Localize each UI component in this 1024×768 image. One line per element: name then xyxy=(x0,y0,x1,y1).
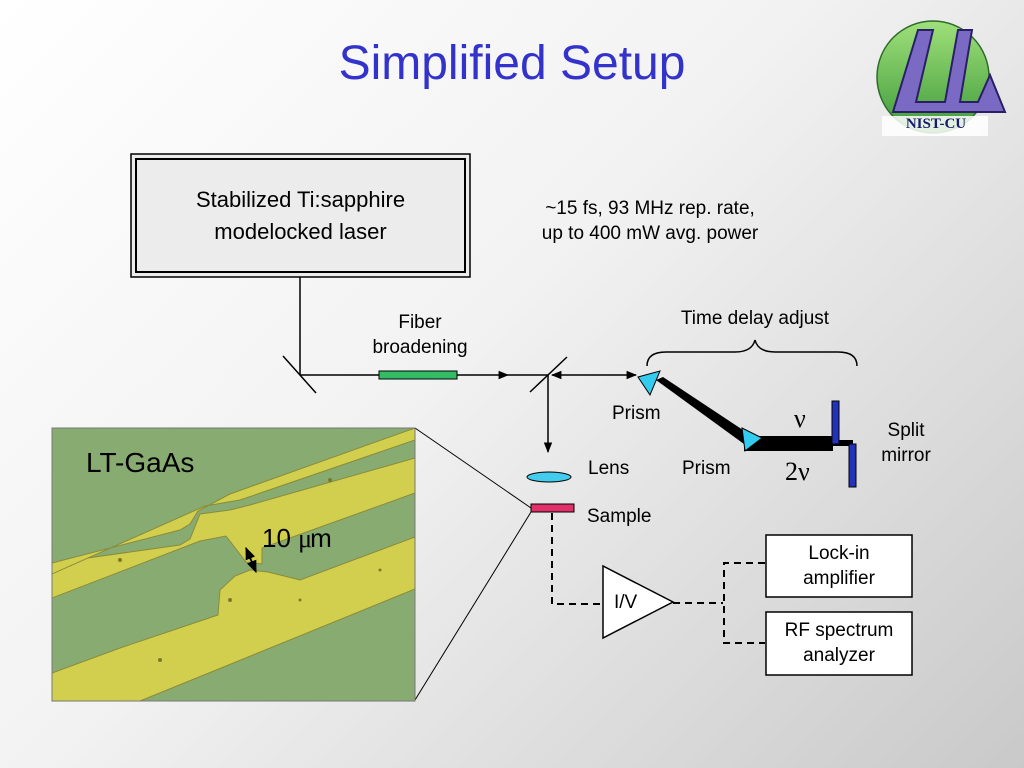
gap-scale-m: m xyxy=(310,523,332,553)
sample xyxy=(530,503,575,513)
laser-label-line2: modelocked laser xyxy=(214,219,387,244)
prism-lower xyxy=(741,427,763,452)
split-mirror-upper xyxy=(831,400,840,445)
lockin-label-line2: amplifier xyxy=(803,568,875,589)
lens xyxy=(526,471,572,483)
logo-text: NIST-CU xyxy=(905,116,967,132)
split-mirror-label-line1: Split xyxy=(887,420,925,441)
lockin-box xyxy=(765,534,913,598)
fold-mirror xyxy=(282,355,317,394)
gap-scale-label: 10 μm xyxy=(262,523,332,554)
fiber-label: Fiber broadening xyxy=(350,310,490,360)
time-delay-brace xyxy=(646,339,858,367)
laser-label: Stabilized Ti:sapphire modelocked laser xyxy=(136,184,465,248)
rf-analyzer-label-line1: RF spectrum xyxy=(784,620,894,641)
rf-analyzer-label: RF spectrum analyzer xyxy=(766,618,912,668)
micrograph-label: LT-GaAs xyxy=(86,447,195,478)
gap-arrow xyxy=(245,546,257,574)
iv-amplifier xyxy=(602,564,675,640)
fiber-label-line2: broadening xyxy=(372,337,468,358)
laser-specs: ~15 fs, 93 MHz rep. rate, up to 400 mW a… xyxy=(500,196,800,246)
time-delay-label: Time delay adjust xyxy=(680,308,830,329)
rf-analyzer-label-line2: analyzer xyxy=(803,645,875,666)
micrograph-image xyxy=(52,428,415,701)
prism-upper-label: Prism xyxy=(612,403,661,424)
prism-upper xyxy=(637,370,661,397)
fiber-label-line1: Fiber xyxy=(398,312,442,333)
lens-label: Lens xyxy=(588,458,630,479)
split-mirror-lower xyxy=(848,443,857,488)
lockin-label: Lock-in amplifier xyxy=(766,541,912,591)
laser-box xyxy=(130,153,471,278)
fiber xyxy=(378,370,458,380)
split-mirror-label-line2: mirror xyxy=(881,445,931,466)
beamsplitter xyxy=(529,356,568,393)
split-mirror-label: Split mirror xyxy=(866,418,946,468)
logo xyxy=(876,20,1007,136)
rf-analyzer-box xyxy=(765,611,913,676)
gap-scale-mu: μ xyxy=(298,524,313,553)
prism-lower-label: Prism xyxy=(682,458,731,479)
two-nu-label: 2ν xyxy=(785,457,810,486)
nu-label: ν xyxy=(794,404,806,433)
sample-label: Sample xyxy=(587,506,652,527)
iv-label: I/V xyxy=(614,592,638,613)
dispersed-beam xyxy=(656,377,752,444)
gap-scale-number: 10 xyxy=(262,523,291,553)
laser-label-line1: Stabilized Ti:sapphire xyxy=(195,187,406,212)
laser-specs-line1: ~15 fs, 93 MHz rep. rate, xyxy=(545,198,755,219)
laser-specs-line2: up to 400 mW avg. power xyxy=(541,223,759,244)
lockin-label-line1: Lock-in xyxy=(808,543,870,564)
slide-title: Simplified Setup xyxy=(338,37,686,90)
